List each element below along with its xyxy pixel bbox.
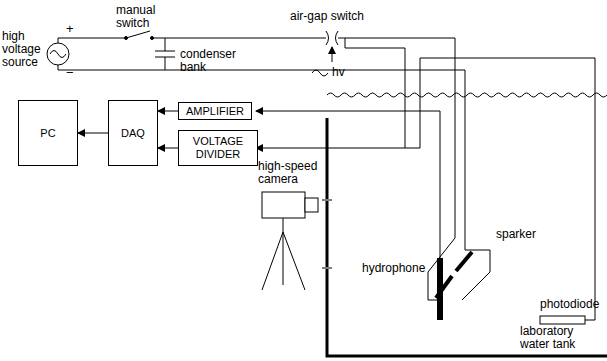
amplifier-box: AMPLIFIER (178, 102, 252, 120)
box-text: AMPLIFIER (186, 105, 244, 118)
box-text: VOLTAGE DIVIDER (179, 135, 257, 160)
box-label: PC (40, 127, 55, 140)
voltage-source (47, 43, 69, 65)
water-surface (327, 93, 607, 97)
divider-box: VOLTAGE DIVIDER (178, 130, 258, 166)
wire (152, 38, 318, 39)
daq-box: DAQ (108, 100, 158, 166)
box-text: DAQ (121, 127, 145, 140)
air-gap-switch (318, 31, 455, 238)
condenser-symbol (155, 38, 175, 70)
hydrophone-label: hydrophone (362, 262, 434, 275)
signal-arrow (78, 133, 108, 134)
photodiode-label: photodiode (540, 298, 604, 311)
tank-wall (327, 118, 607, 356)
light-arrow (332, 47, 333, 62)
photodiode-symbol (540, 316, 585, 324)
polarity-sign: + (66, 22, 78, 36)
signal-arrow (158, 111, 178, 112)
box-text: PC (40, 127, 55, 140)
wire (58, 65, 465, 250)
tank-label: laboratory water tank (520, 325, 590, 351)
computer-box: PC (18, 100, 78, 166)
camera-symbol (262, 192, 318, 290)
source-label: high voltage source (2, 30, 46, 70)
sparker-symbol (428, 238, 490, 300)
box-label: AMPLIFIER (186, 105, 244, 118)
light-wave (312, 70, 328, 76)
sparker-label: sparker (496, 228, 556, 241)
wire (405, 58, 595, 320)
camera-label: high-speed camera (258, 160, 330, 186)
switch-label: manual switch (116, 4, 176, 30)
wire (256, 111, 440, 258)
light-label: hv (332, 66, 352, 79)
manual-switch (126, 31, 150, 38)
wire (58, 38, 125, 43)
box-label: VOLTAGE DIVIDER (179, 135, 257, 160)
box-label: DAQ (121, 127, 145, 140)
polarity-sign: − (66, 66, 78, 80)
signal-arrow (158, 148, 178, 149)
air-gap-label: air-gap switch (290, 10, 380, 23)
condenser-label: condenser bank (180, 48, 250, 74)
